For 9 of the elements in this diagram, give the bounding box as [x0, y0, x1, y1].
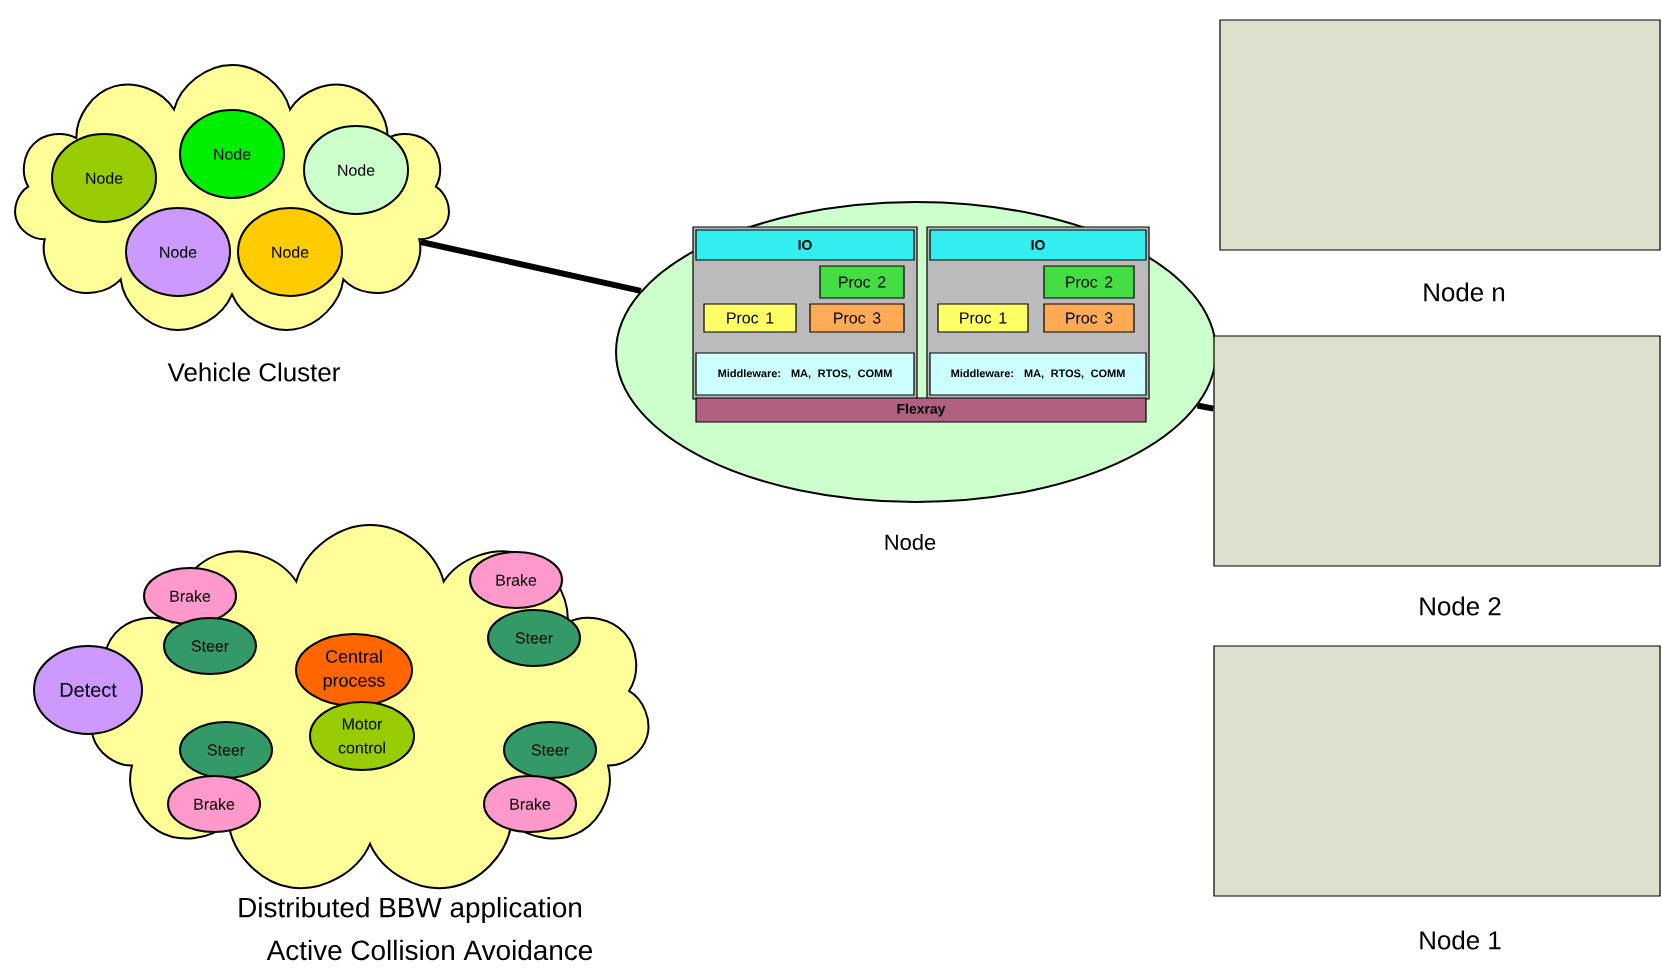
node-label: Node [885, 533, 936, 551]
node-label: Active Collision Avoidance [266, 939, 593, 961]
node-label: Node 2 [1420, 596, 1501, 616]
node-label: Node n [1424, 282, 1505, 302]
node-label: Vehicle Cluster [167, 362, 340, 382]
connector-line [1196, 402, 1214, 412]
node-label: Distributed BBW application [239, 897, 582, 923]
node-label: Node 1 [1420, 930, 1501, 950]
connector-line [420, 239, 642, 294]
